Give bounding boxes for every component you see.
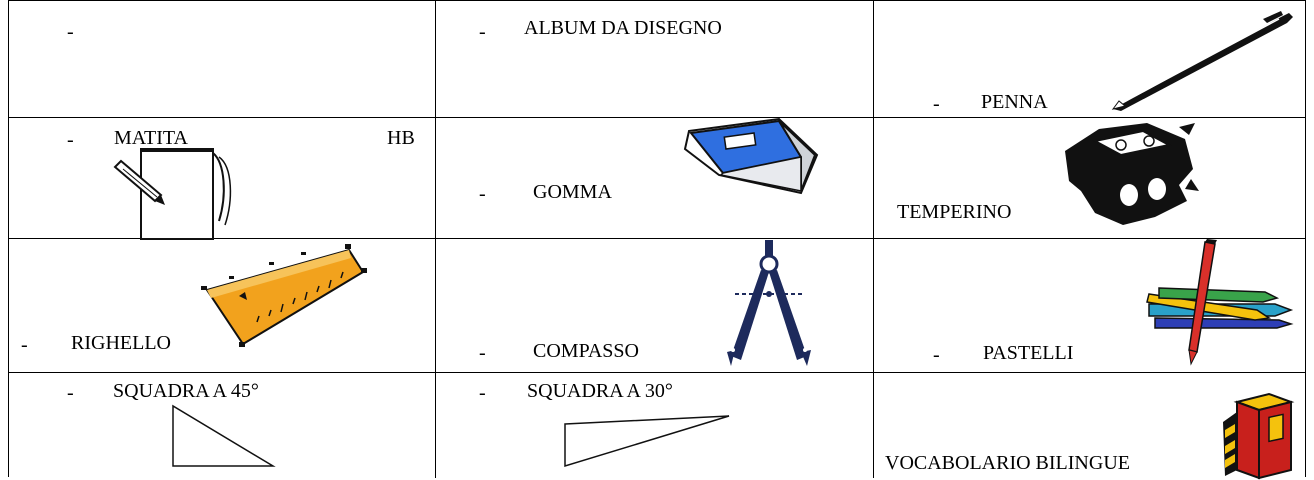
cell-squadra-45: - SQUADRA A 45° bbox=[9, 372, 435, 478]
item-label: MATITA bbox=[114, 127, 188, 149]
ruler-icon bbox=[201, 244, 367, 347]
item-label: COMPASSO bbox=[533, 340, 639, 362]
bullet: - bbox=[67, 21, 74, 43]
cell-pastelli: - PASTELLI bbox=[873, 238, 1305, 372]
item-label: SQUADRA A 30° bbox=[527, 380, 673, 402]
bullet: - bbox=[479, 382, 486, 404]
triangle-30-icon bbox=[564, 415, 730, 468]
bullet: - bbox=[933, 344, 940, 366]
cell-penna: - PENNA bbox=[873, 1, 1305, 117]
bullet: - bbox=[479, 342, 486, 364]
bullet: - bbox=[67, 382, 74, 404]
colored-pencils-icon bbox=[1146, 239, 1294, 366]
row-divider bbox=[9, 372, 1305, 373]
bullet: - bbox=[479, 21, 486, 43]
eraser-icon bbox=[683, 117, 819, 195]
item-label: PENNA bbox=[981, 91, 1048, 113]
cell-squadra-30: - SQUADRA A 30° bbox=[435, 372, 873, 478]
triangle-45-icon bbox=[172, 404, 276, 467]
stationery-table: - - ALBUM DA DISEGNO - PENNA - MATITA HB bbox=[8, 0, 1306, 480]
item-label: PASTELLI bbox=[983, 342, 1074, 364]
pen-icon bbox=[1111, 11, 1293, 111]
compass-icon bbox=[727, 240, 811, 366]
item-label: GOMMA bbox=[533, 181, 612, 203]
item-label: VOCABOLARIO BILINGUE bbox=[885, 452, 1130, 474]
item-label: SQUADRA A 45° bbox=[113, 380, 259, 402]
cell-compasso: - COMPASSO bbox=[435, 238, 873, 372]
cell-vocabolario: VOCABOLARIO BILINGUE bbox=[873, 372, 1305, 480]
pencil-notepad-icon bbox=[113, 148, 232, 240]
cell-empty: - bbox=[9, 1, 435, 117]
item-label: TEMPERINO bbox=[897, 201, 1012, 223]
column-divider bbox=[435, 1, 436, 478]
row-divider bbox=[9, 238, 1305, 239]
sharpener-icon bbox=[1065, 123, 1199, 225]
bullet: - bbox=[479, 183, 486, 205]
item-label-secondary: HB bbox=[387, 127, 415, 149]
cell-righello: - RIGHELLO bbox=[9, 238, 435, 372]
cell-album: - ALBUM DA DISEGNO bbox=[435, 1, 873, 117]
cell-gomma: - GOMMA bbox=[435, 117, 873, 238]
cell-temperino: TEMPERINO bbox=[873, 117, 1305, 238]
bullet: - bbox=[21, 334, 28, 356]
column-divider bbox=[873, 1, 874, 478]
item-label: RIGHELLO bbox=[71, 332, 171, 354]
dictionary-book-icon bbox=[1223, 392, 1295, 480]
bullet: - bbox=[67, 129, 74, 151]
bullet: - bbox=[933, 93, 940, 115]
row-divider bbox=[9, 117, 1305, 118]
item-label: ALBUM DA DISEGNO bbox=[524, 17, 722, 39]
cell-matita: - MATITA HB bbox=[9, 117, 435, 240]
